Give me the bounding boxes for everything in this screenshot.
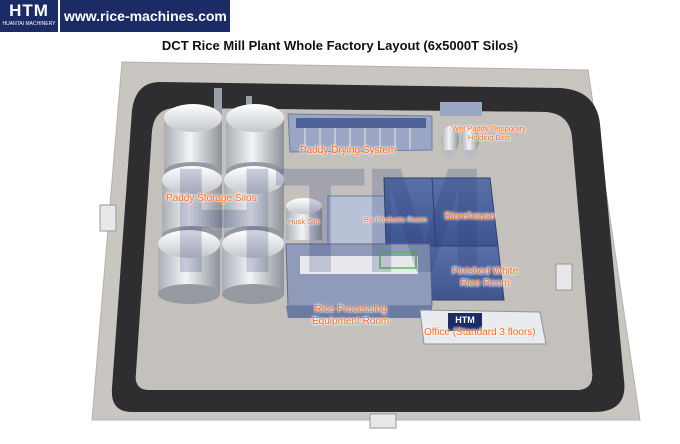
label-storehouse: Storehouse bbox=[444, 211, 496, 222]
label-wet-paddy-line2: Holding Bins bbox=[467, 133, 511, 142]
htm-watermark: HTM bbox=[170, 136, 483, 304]
label-office: Office (Standard 3 floors) bbox=[424, 327, 536, 338]
header-banner: HTM HUANTAI MACHINERY www.rice-machines.… bbox=[0, 0, 230, 32]
logo-subtext: HUANTAI MACHINERY bbox=[2, 21, 56, 27]
label-rice-processing-line1: Rice Processing bbox=[314, 304, 387, 315]
label-rice-processing-room: Rice Processing Equipment Room bbox=[312, 304, 389, 328]
gate-booth-left bbox=[99, 204, 117, 232]
label-finished-rice-line2: Rice Room bbox=[460, 278, 510, 289]
label-husk-silo: Husk Silo bbox=[288, 217, 320, 226]
wet-paddy-bins bbox=[440, 102, 482, 162]
label-finished-rice-line1: Finished White bbox=[452, 266, 519, 277]
office-htm-sign: HTM bbox=[448, 313, 482, 331]
diagram-title: DCT Rice Mill Plant Whole Factory Layout… bbox=[161, 38, 519, 53]
gate-booth-bottom bbox=[369, 413, 397, 429]
label-wet-paddy-line1: Wet Paddy Temporary bbox=[452, 124, 526, 133]
label-finished-white-rice-room: Finished White Rice Room bbox=[452, 266, 518, 290]
paddy-storage-silo-group bbox=[158, 104, 284, 304]
label-paddy-storage-silos: Paddy Storage Silos bbox=[166, 193, 257, 204]
label-rice-processing-line2: Equipment Room bbox=[312, 316, 390, 327]
label-by-products-room: By-Products Room bbox=[364, 215, 427, 224]
husk-silo bbox=[286, 198, 322, 240]
website-url: www.rice-machines.com bbox=[60, 0, 230, 32]
silo bbox=[162, 166, 222, 246]
gate-booth-right bbox=[555, 263, 573, 291]
perimeter-road bbox=[111, 82, 625, 412]
silo bbox=[222, 230, 284, 304]
label-wet-paddy-bins: Wet Paddy Temporary Holding Bins bbox=[452, 124, 526, 142]
label-paddy-drying-system: Paddy Drying System bbox=[300, 145, 397, 156]
silo bbox=[158, 230, 220, 304]
htm-logo: HTM HUANTAI MACHINERY bbox=[0, 0, 58, 32]
logo-text: HTM bbox=[9, 1, 49, 20]
